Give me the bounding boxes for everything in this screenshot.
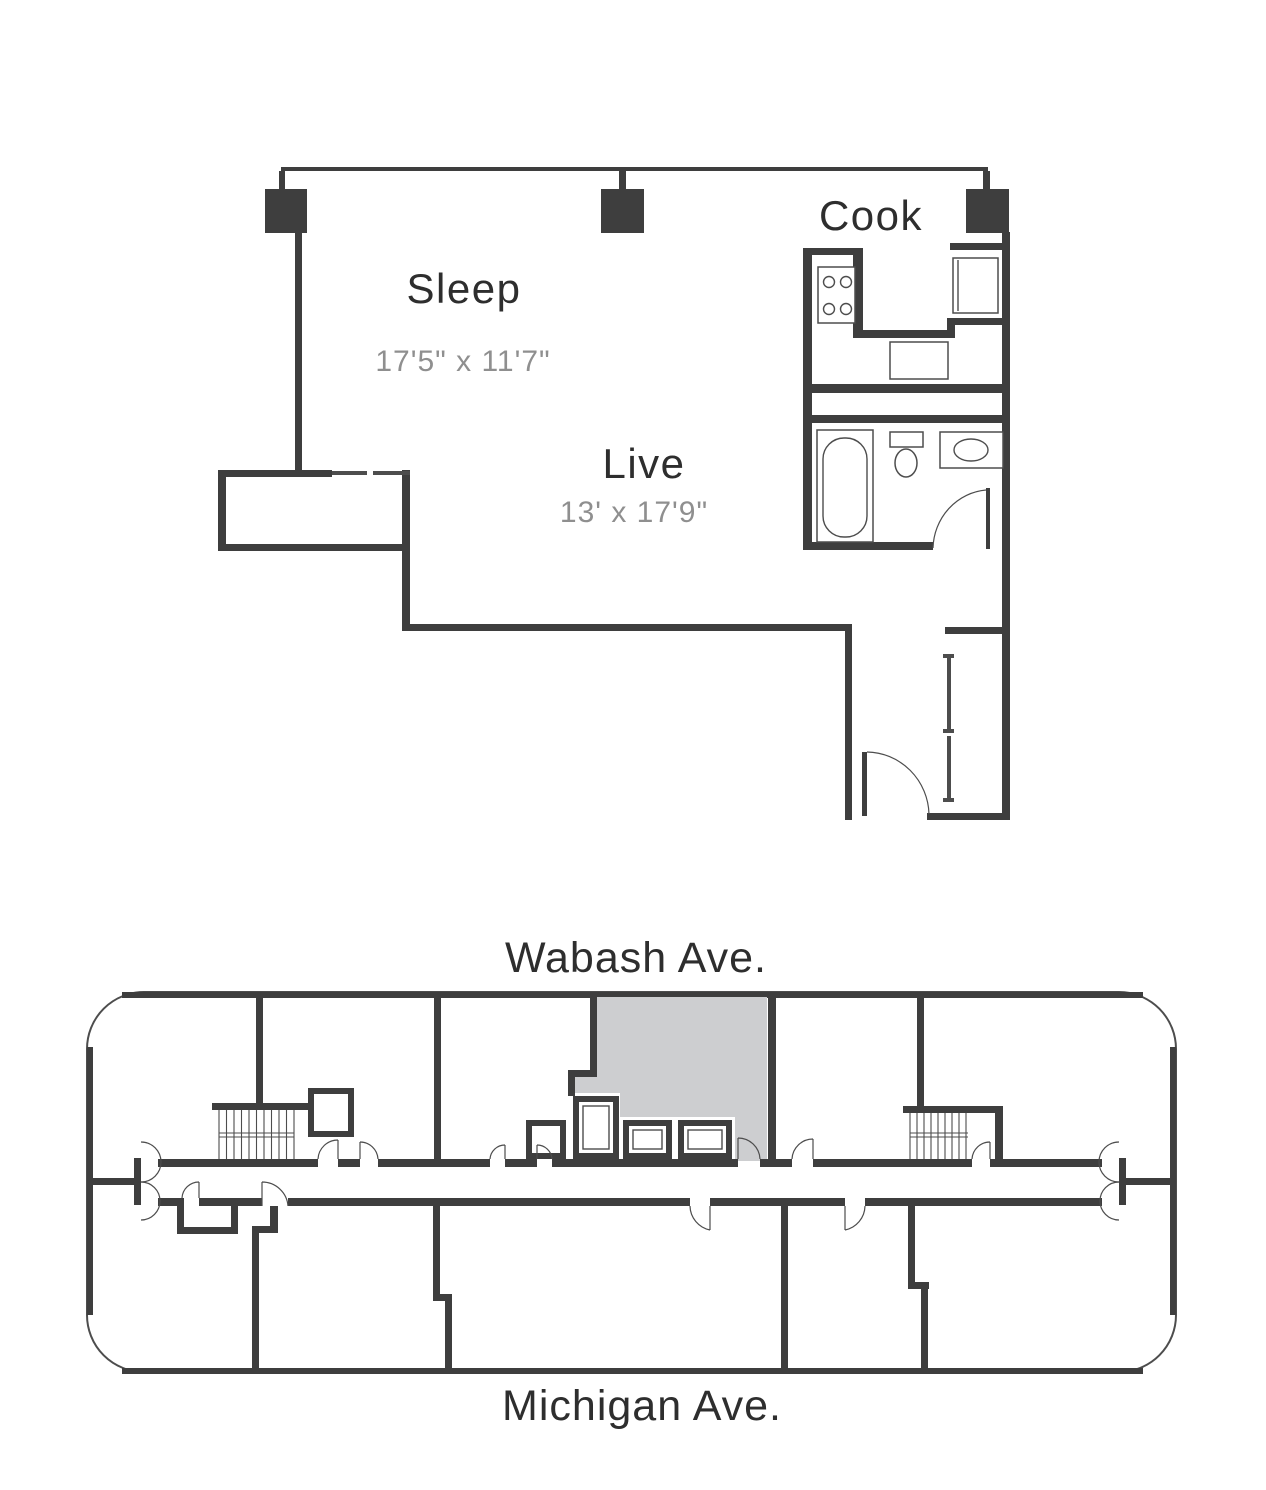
street-label-michigan: Michigan Ave. <box>502 1382 782 1430</box>
toilet <box>889 431 924 478</box>
entry-door <box>862 751 930 816</box>
kitchen-counter <box>889 341 949 380</box>
unit-highlight <box>575 997 767 1161</box>
corridor-doors <box>181 1137 991 1231</box>
kitchen-fridge <box>952 257 999 314</box>
bathroom-sink <box>939 431 1004 469</box>
sleep-room-label: Sleep <box>407 265 522 312</box>
highlighted-unit-door <box>737 1137 761 1160</box>
notch-room <box>177 1206 184 1234</box>
corridor-walls <box>88 1158 1170 1206</box>
unit-walls <box>218 167 1010 820</box>
upper-partitions <box>256 996 924 1167</box>
sleep-room-dimensions: 17'5" x 11'7" <box>375 345 550 378</box>
bathtub <box>816 429 874 543</box>
unit-floorplan: Sleep 17'5" x 11'7" Live 13' x 17'9" Coo… <box>218 167 1010 820</box>
burner-icon <box>822 302 836 316</box>
live-room-dimensions: 13' x 17'9" <box>560 496 708 529</box>
column-middle <box>601 189 644 233</box>
stairwell-left <box>212 1103 310 1159</box>
kitchen-stove <box>817 266 856 324</box>
burner-icon <box>839 302 853 316</box>
corridor-end-doors <box>140 1141 1120 1221</box>
column-right <box>966 189 1009 233</box>
hall-closet-door <box>943 654 954 802</box>
cook-room-label: Cook <box>819 192 923 239</box>
burner-icon <box>839 275 853 289</box>
live-room-label: Live <box>602 440 685 487</box>
column-left <box>265 189 307 233</box>
stairwell-right <box>903 1106 1003 1159</box>
lower-partitions <box>177 1206 929 1371</box>
bedroom-closet-door <box>332 471 410 475</box>
street-label-wabash: Wabash Ave. <box>505 934 767 982</box>
burner-icon <box>822 275 836 289</box>
bathroom-door <box>932 488 990 549</box>
building-keyplan: Wabash Ave. Michigan Ave. <box>86 934 1177 1430</box>
service-room <box>308 1088 354 1137</box>
elevator-bank <box>526 1096 732 1159</box>
